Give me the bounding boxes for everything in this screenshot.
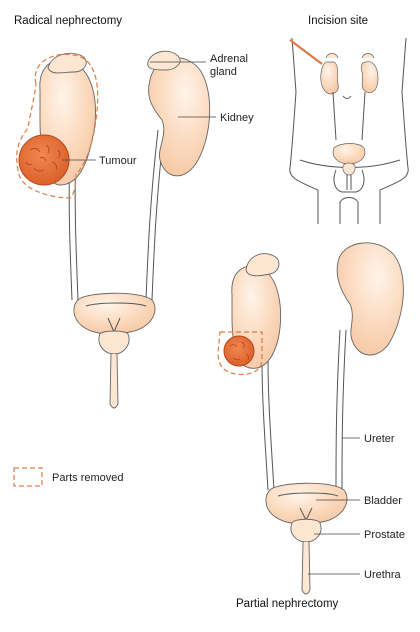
- partial-prostate: [290, 518, 322, 543]
- partial-urethra: [301, 541, 311, 595]
- label-prostate: Prostate: [364, 529, 405, 541]
- tumour: [18, 134, 70, 186]
- partial-bladder: [265, 482, 348, 525]
- incision-site-diagram: [289, 37, 409, 224]
- legend-label-parts-removed: Parts removed: [52, 472, 124, 484]
- radical-nephrectomy-diagram: [16, 50, 211, 409]
- label-urethra: Urethra: [364, 569, 402, 581]
- label-adrenal-line1: Adrenal: [210, 53, 248, 65]
- partial-tumour: [223, 335, 255, 367]
- title-radical-nephrectomy: Radical nephrectomy: [14, 15, 122, 27]
- legend-swatch-parts-removed: [13, 467, 43, 487]
- partial-removed-region-outline: [217, 331, 263, 376]
- partial-ureter: [335, 329, 341, 491]
- radical-labels: Adrenal gland Kidney Tumour: [62, 53, 254, 167]
- title-partial-nephrectomy: Partial nephrectomy: [236, 598, 339, 610]
- legend: Parts removed: [13, 467, 124, 487]
- label-bladder: Bladder: [364, 495, 402, 507]
- incision-bladder: [332, 143, 366, 165]
- label-adrenal-line2: gland: [210, 66, 237, 78]
- incision-line: [289, 39, 323, 65]
- partial-right-kidney: [336, 242, 404, 356]
- navel: [342, 95, 352, 99]
- right-adrenal-gland: [147, 50, 181, 71]
- right-ureter: [145, 129, 159, 301]
- bladder: [73, 292, 156, 335]
- label-ureter: Ureter: [364, 433, 395, 445]
- title-incision-site: Incision site: [308, 15, 368, 27]
- incision-right-kidney: [360, 61, 379, 93]
- incision-left-kidney: [320, 61, 339, 95]
- label-tumour: Tumour: [99, 155, 137, 167]
- partial-nephrectomy-diagram: [217, 242, 404, 595]
- partial-labels: Ureter Bladder Prostate Urethra: [308, 433, 405, 581]
- prostate: [98, 330, 130, 355]
- urethra: [109, 353, 119, 409]
- left-adrenal-gland: [47, 52, 87, 74]
- label-kidney: Kidney: [220, 112, 254, 124]
